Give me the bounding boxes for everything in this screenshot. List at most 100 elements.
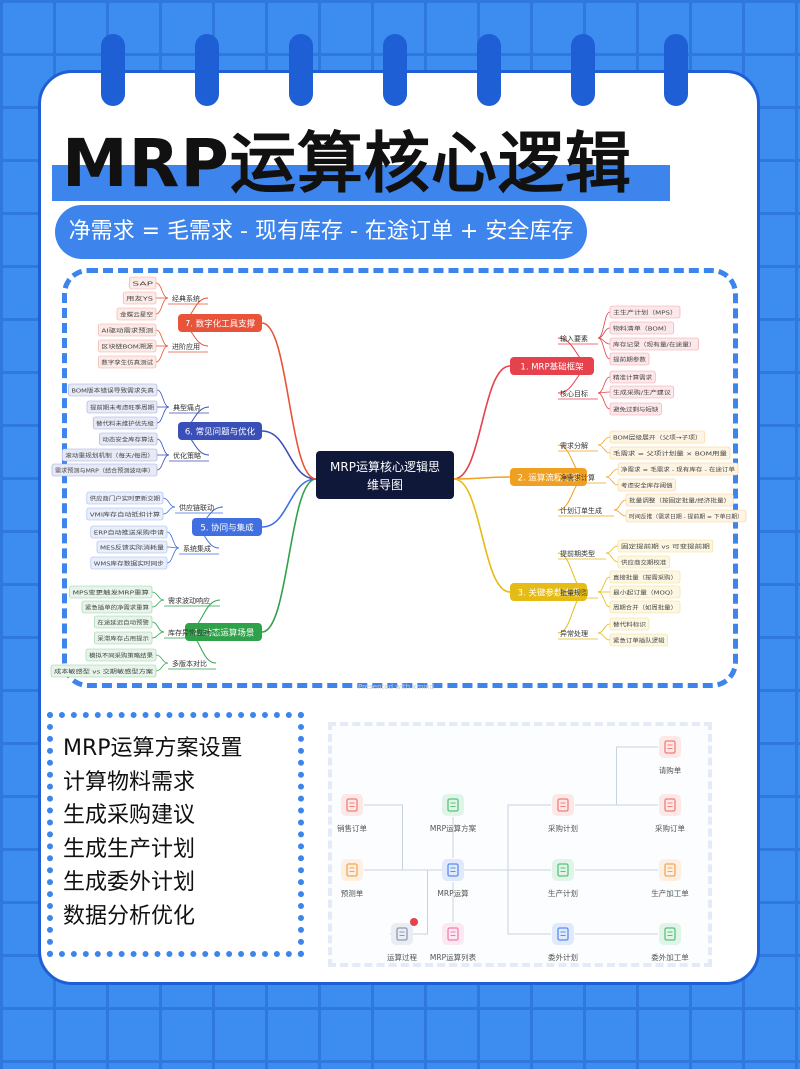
flow-icon-bg [552, 859, 574, 881]
leaf-label: 精准计算需求 [613, 374, 653, 382]
mrp-plan-icon [447, 798, 459, 812]
flow-node-label: 运算过程 [387, 952, 417, 962]
leaf-connector [151, 621, 165, 633]
leaf-connector [597, 337, 611, 360]
leaf-connector [155, 329, 169, 347]
sub-topic-label: 典型痛点 [173, 403, 201, 412]
leaf-box [129, 276, 157, 290]
outsource-order-icon [664, 927, 676, 941]
sub-connector [557, 365, 595, 394]
list-item: MRP运算方案设置 [63, 736, 243, 761]
leaf-label: 最小起订量（MOQ） [613, 589, 677, 597]
flow-icon-bg [442, 923, 464, 945]
branch-box [178, 422, 262, 440]
flow-connector [465, 804, 551, 871]
sub-connector [191, 526, 220, 549]
leaf-label: MPS变更触发MRP重算 [73, 589, 150, 597]
leaf-box [92, 416, 158, 430]
production-order-icon [664, 863, 676, 877]
leaf-box [609, 402, 662, 416]
purchase-plan-icon [557, 798, 569, 812]
leaf-label: 区块链BOM溯源 [101, 343, 153, 351]
leaf-box [617, 539, 714, 553]
branch-label: 1. MRP基础框架 [520, 362, 584, 373]
flow-node-label: 采购订单 [655, 823, 685, 833]
leaf-box [617, 478, 676, 492]
flow-node-label: 采购计划 [548, 823, 578, 833]
flow-node-label: 销售订单 [337, 823, 367, 833]
watermark: Presented with xmind [358, 683, 435, 691]
flow-icon-bg [552, 794, 574, 816]
leaf-label: 替代料未维护优先级 [96, 420, 154, 428]
sub-connector [557, 337, 595, 367]
leaf-connector [605, 552, 619, 563]
leaf-label: ERP自动推送采购申请 [94, 529, 165, 537]
sub-topic-label: 经典系统 [172, 294, 200, 303]
leaf-connector [155, 654, 169, 664]
leaf-connector [155, 345, 169, 363]
leaf-connector [597, 436, 611, 446]
leaf-connector [156, 438, 170, 456]
flow-node-label: 生产加工单 [651, 888, 689, 898]
branch-connector [261, 430, 317, 480]
leaf-connector [156, 406, 170, 424]
leaf-box [609, 305, 681, 319]
page-title: MRP运算核心逻辑 [62, 125, 632, 202]
branch-label: 3. 关键参数管理 [518, 588, 580, 599]
sub-topic-label: 多版本对比 [172, 659, 207, 668]
branch-label: 2. 运算流程分解 [518, 473, 580, 484]
leaf-box [609, 617, 650, 631]
leaf-label: 替代料标识 [613, 621, 646, 629]
leaf-box [50, 664, 157, 678]
leaf-connector [156, 454, 170, 471]
central-topic-line: MRP运算核心逻辑思 [330, 459, 440, 474]
central-topic-box [316, 451, 454, 499]
flow-icon-bg [552, 923, 574, 945]
sub-connector [184, 631, 217, 664]
leaf-label: 紧急插单的净需求重算 [85, 604, 149, 612]
leaf-box [61, 448, 158, 462]
flow-frame [328, 722, 712, 967]
leaf-box [99, 432, 158, 446]
leaf-label: 固定提前期 vs 可变提前期 [621, 543, 710, 551]
leaf-box [51, 463, 158, 477]
leaf-label: 成本敏感型 vs 交期敏感型方案 [54, 668, 154, 676]
leaf-box [609, 600, 681, 614]
sub-connector [177, 322, 209, 347]
leaf-box [94, 615, 153, 629]
leaf-label: 金蝶云星空 [120, 311, 153, 319]
leaf-box [617, 462, 739, 476]
leaf-label: 生成采购/生产建议 [613, 389, 671, 397]
flow-node-label: MRP运算方案 [430, 823, 477, 833]
sub-topic-label: 批量规则 [560, 588, 588, 597]
purchase-order-icon [664, 798, 676, 812]
leaf-label: 紧急订单插队逻辑 [613, 637, 665, 645]
sub-connector [177, 297, 209, 324]
leaf-box [609, 570, 681, 584]
binder-ring [289, 34, 313, 106]
leaf-label: 库存记录（现有量/在途量） [613, 341, 696, 349]
branch-connector [453, 476, 511, 480]
leaf-label: 模拟不同采购策略结果 [89, 652, 153, 660]
leaf-connector [605, 476, 619, 486]
leaf-connector [166, 531, 180, 549]
leaf-box [617, 555, 670, 569]
leaf-box [609, 321, 675, 335]
leaf-label: AI驱动需求预测 [101, 327, 153, 335]
list-item: 生成采购建议 [63, 803, 196, 828]
leaf-label: 提前期参数 [613, 356, 646, 364]
list-item: 生成委外计划 [63, 870, 196, 895]
list-item: 数据分析优化 [63, 903, 196, 929]
leaf-label: 供应商门户实时更新交期 [90, 495, 161, 503]
leaf-label: 毛需求 = 父项计划量 × BOM用量 [613, 450, 728, 458]
binder-ring [664, 34, 688, 106]
leaf-connector [597, 576, 611, 593]
sub-connector [177, 430, 210, 456]
leaf-connector [597, 623, 611, 634]
leaf-label: 避免过剩与短缺 [613, 406, 659, 414]
leaf-label: 直接批量（按需采购） [613, 574, 677, 582]
production-plan-icon [557, 863, 569, 877]
leaf-connector [597, 376, 611, 394]
leaf-box [98, 323, 157, 337]
leaf-label: WMS库存数据实时同步 [94, 560, 165, 568]
